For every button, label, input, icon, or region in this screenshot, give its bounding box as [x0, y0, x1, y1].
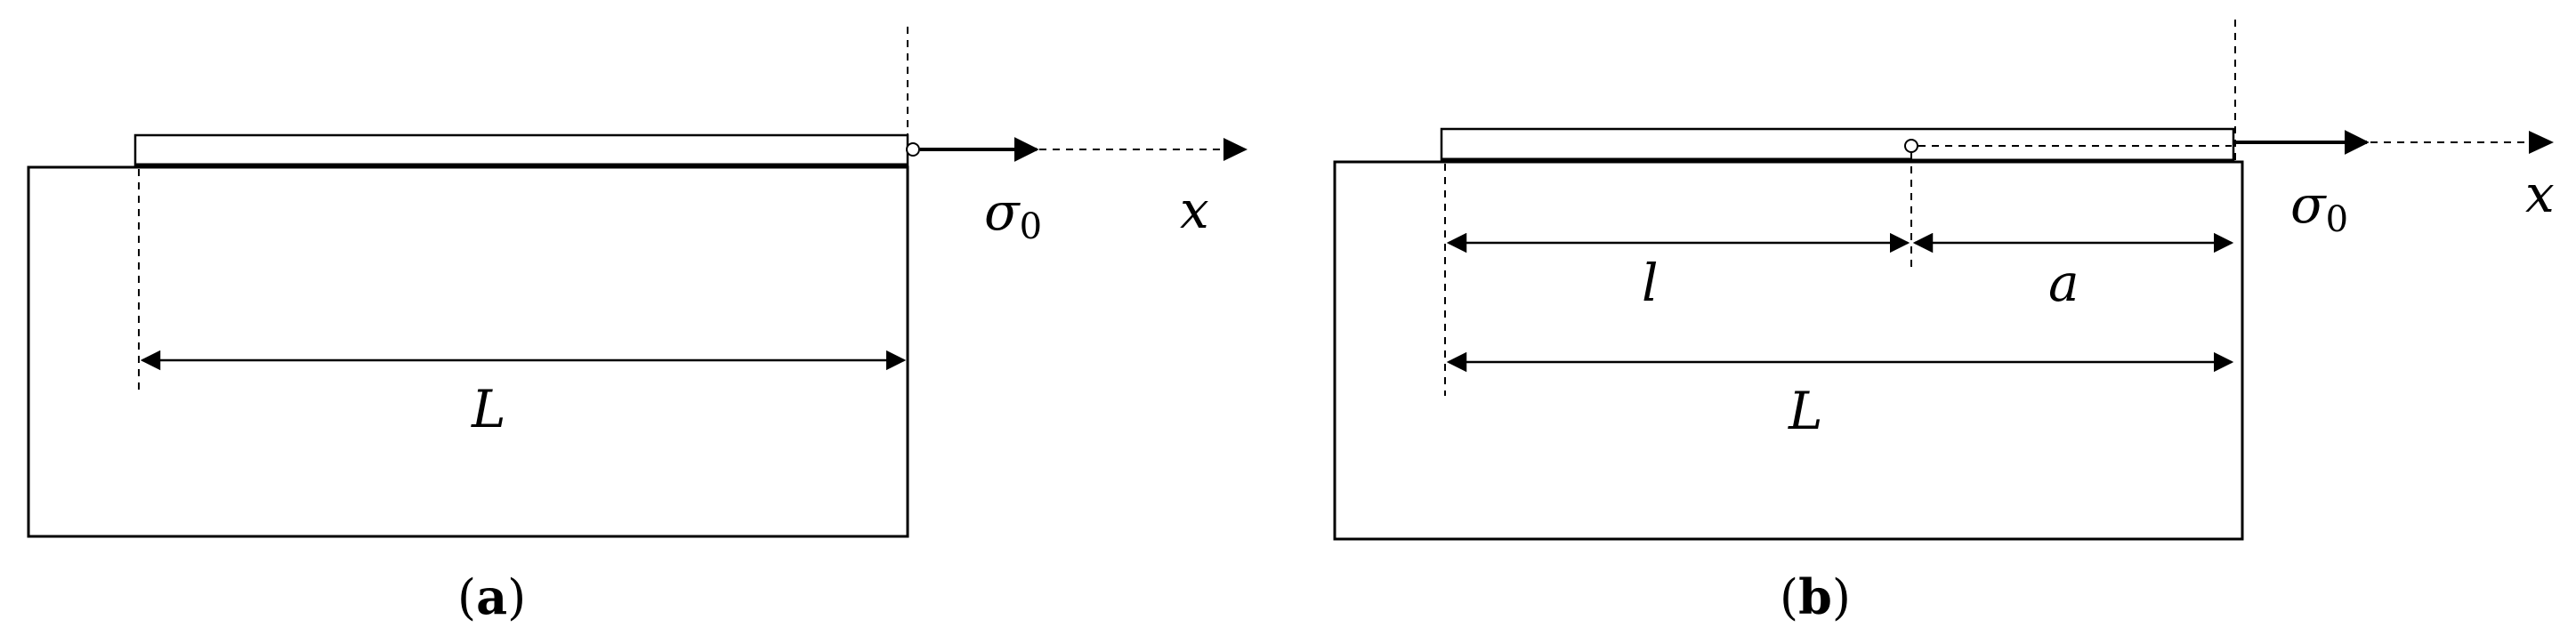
caption-a: (a) — [457, 568, 526, 625]
x-axis-label-a: x — [1180, 180, 1209, 240]
stress-label-a: σ0 — [984, 181, 1042, 247]
bonded-length-label-b: l — [1642, 253, 1659, 313]
debond-length-label-b: a — [2048, 253, 2079, 313]
substrate-block-a — [27, 165, 909, 538]
caption-b: (b) — [1780, 568, 1851, 625]
length-label-b: L — [1788, 381, 1823, 441]
length-label-a: L — [471, 379, 506, 439]
bonded-strip-b — [1440, 127, 2235, 163]
x-axis-label-b: x — [2525, 164, 2555, 224]
crack-tip-b — [1904, 139, 1918, 153]
panel-a: σ0 x L (a) — [27, 27, 1248, 625]
panel-b: σ0 x l a L (b) — [1333, 20, 2555, 625]
substrate-block-b — [1333, 160, 2244, 541]
x-axis-arrowhead-a — [1223, 138, 1248, 161]
load-point-a — [906, 142, 920, 157]
stress-label-b: σ0 — [2290, 174, 2348, 240]
x-axis-arrowhead-b — [2529, 131, 2554, 154]
bonded-strip-a — [133, 133, 909, 167]
